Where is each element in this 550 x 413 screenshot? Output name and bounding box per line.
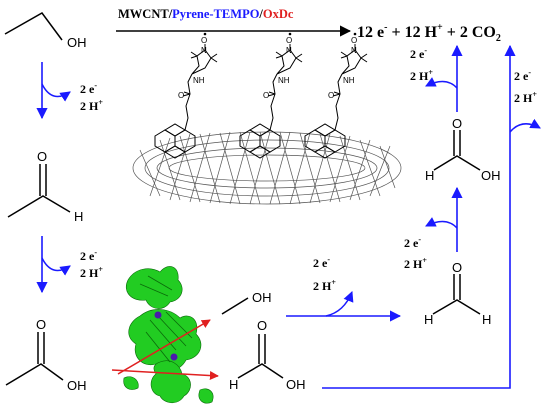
radical-dot [353, 32, 357, 36]
nitroxide-n-label: N [201, 46, 207, 55]
formic-lower-oh-label: OH [286, 377, 306, 392]
step2-electrons: 2 e- [80, 248, 97, 263]
nanotube-assembly: O NH N O O NH N [132, 32, 402, 205]
metal-center-2 [170, 353, 178, 361]
red-axis-2 [111, 369, 219, 381]
formaldehyde-o-label: O [452, 260, 462, 275]
step2-protons: 2 H+ [80, 265, 103, 280]
header-reaction: MWCNT/Pyrene-TEMPO/OxDc 12 e- + 12 H+ + … [116, 7, 501, 44]
products-label: 12 e- + 12 H+ + 2 CO2 [357, 22, 501, 44]
methanol-molecule [221, 297, 249, 315]
acetate-o-label: O [36, 317, 46, 332]
radical-dot [203, 32, 207, 36]
formic-lower-h-label: H [229, 377, 238, 392]
radical-dot [288, 32, 292, 36]
nitroxide-o-label: O [286, 36, 292, 45]
nitroxide-o-label: O [201, 36, 207, 45]
ethanol-oh-label: OH [67, 35, 87, 50]
step-methanol-electrons: 2 e- [313, 255, 330, 270]
catalyst-label: MWCNT/Pyrene-TEMPO/OxDc [118, 7, 294, 21]
formic-upper-o-label: O [452, 116, 462, 131]
ethanol-molecule [4, 12, 63, 41]
step-formic-upper-electrons: 2 e- [410, 46, 427, 61]
step-formic-upper-protons: 2 H+ [410, 68, 433, 83]
methanol-oh-label: OH [252, 290, 272, 305]
formic-acid-lower [237, 334, 284, 379]
oxdc-protein [111, 266, 219, 404]
step-formaldehyde-protons: 2 H+ [404, 256, 427, 271]
acetate-oh-label: OH [67, 378, 87, 393]
formaldehyde-h-right-label: H [482, 312, 491, 327]
nitroxide-n-label: N [286, 46, 292, 55]
step-methanol-protons: 2 H+ [313, 278, 336, 293]
acetaldehyde-o-label: O [37, 149, 47, 164]
formic-upper-h-label: H [425, 168, 434, 183]
pyrene-tempo-unit-3: O NH N O [304, 32, 368, 159]
amide-o-label: O [178, 91, 184, 100]
formic-lower-o-label: O [257, 318, 267, 333]
step-methanol-arrow: 2 e- 2 H+ [286, 255, 402, 322]
amide-nh-label: NH [193, 76, 205, 85]
acetate-molecule [5, 332, 64, 386]
step-formaldehyde-arrow: 2 e- 2 H+ [404, 186, 463, 271]
step2-arrow: 2 e- 2 H+ [36, 236, 103, 294]
acetaldehyde-molecule [7, 164, 71, 218]
nitroxide-o-label: O [351, 36, 357, 45]
formic-acid-upper [433, 130, 481, 171]
formaldehyde-h-left-label: H [424, 312, 433, 327]
amide-nh-label: NH [278, 76, 290, 85]
metal-center-1 [154, 311, 162, 319]
pyrene-tempo-unit-1: O NH N O [154, 32, 218, 159]
formic-upper-oh-label: OH [481, 168, 501, 183]
step-formic-lower-protons: 2 H+ [514, 90, 537, 105]
amide-nh-label: NH [343, 76, 355, 85]
step1-protons: 2 H+ [80, 98, 103, 113]
red-axis-1 [117, 319, 211, 375]
step1-arrow: 2 e- 2 H+ [36, 62, 103, 120]
amide-o-label: O [263, 91, 269, 100]
formaldehyde-molecule [432, 274, 481, 315]
acetaldehyde-h-label: H [74, 209, 83, 224]
step-formic-lower-electrons: 2 e- [514, 68, 531, 83]
step-formaldehyde-electrons: 2 e- [404, 235, 421, 250]
carbon-nanotube [132, 131, 402, 205]
nitroxide-n-label: N [351, 46, 357, 55]
step-formic-upper-arrow: 2 e- 2 H+ [410, 44, 463, 112]
step-formic-lower-arrow: 2 e- 2 H+ [322, 44, 541, 389]
pyrene-tempo-unit-2: O NH N O [239, 32, 303, 159]
amide-o-label: O [328, 91, 334, 100]
step1-electrons: 2 e- [80, 81, 97, 96]
